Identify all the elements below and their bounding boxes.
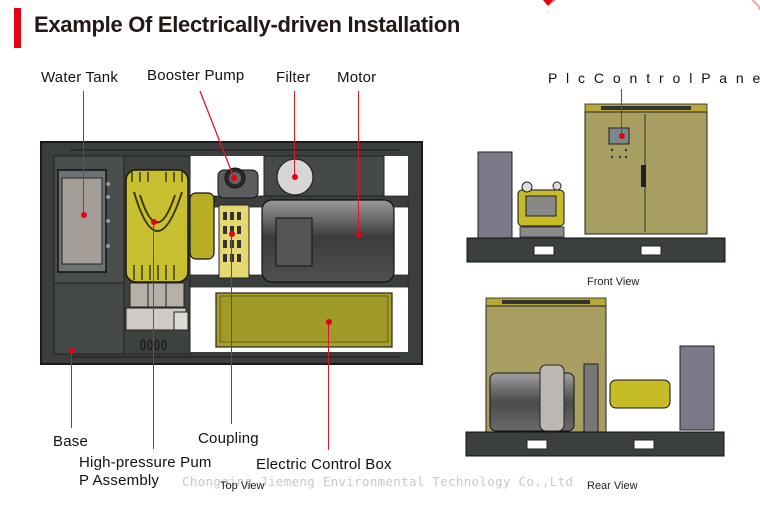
filter-pointer: [294, 91, 296, 177]
base-panel: [53, 282, 125, 355]
hp-pump-marker: [151, 219, 157, 225]
water-tank-marker: [81, 212, 87, 218]
watermark: Chongqing Jiemeng Environmental Technolo…: [182, 474, 574, 489]
rear-booster-pump: [583, 363, 599, 433]
base-marker: [69, 348, 75, 354]
booster-pump-marker: [231, 175, 237, 181]
base-pointer: [71, 350, 73, 428]
label-filter: Filter: [276, 69, 311, 86]
label-base: Base: [53, 433, 88, 450]
caption-rear-view: Rear View: [587, 480, 638, 492]
coupling-marker: [229, 231, 235, 237]
plc-marker: [619, 133, 625, 139]
label-electric-control-box: Electric Control Box: [256, 456, 392, 473]
control-box-marker: [326, 319, 332, 325]
label-water-tank: Water Tank: [41, 69, 119, 86]
label-booster-pump: Booster Pump: [147, 67, 245, 84]
hp-pump-pointer: [153, 224, 155, 449]
rear-water-tank: [679, 345, 715, 431]
corner-logo-mark-gray: [548, 0, 556, 6]
page-title: Example Of Electrically-driven Installat…: [34, 12, 461, 37]
coupling-pointer: [231, 234, 233, 424]
filter-marker: [292, 174, 298, 180]
front-water-tank: [477, 151, 513, 239]
rear-filter: [539, 364, 565, 432]
control-box-pointer: [328, 322, 330, 450]
label-motor: Motor: [337, 69, 377, 86]
motor-pointer: [358, 91, 360, 236]
water-tank-pointer: [83, 91, 85, 215]
caption-top-view: Top View: [220, 480, 265, 492]
label-hp-pump-line1: High-pressure Pum: [79, 454, 212, 471]
label-coupling: Coupling: [198, 430, 259, 447]
label-plc-control-panel: P l c C o n t r o l P a n e l: [548, 70, 760, 86]
caption-front-view: Front View: [587, 276, 640, 288]
corner-logo-mark: [543, 0, 553, 6]
label-hp-pump-line2: P Assembly: [79, 472, 160, 489]
rear-hp-pump: [609, 379, 671, 409]
title-accent-bar: [14, 8, 21, 48]
rear-base: [465, 431, 725, 457]
plc-pointer: [621, 89, 623, 135]
motor-marker: [356, 232, 362, 238]
front-base: [466, 237, 726, 263]
